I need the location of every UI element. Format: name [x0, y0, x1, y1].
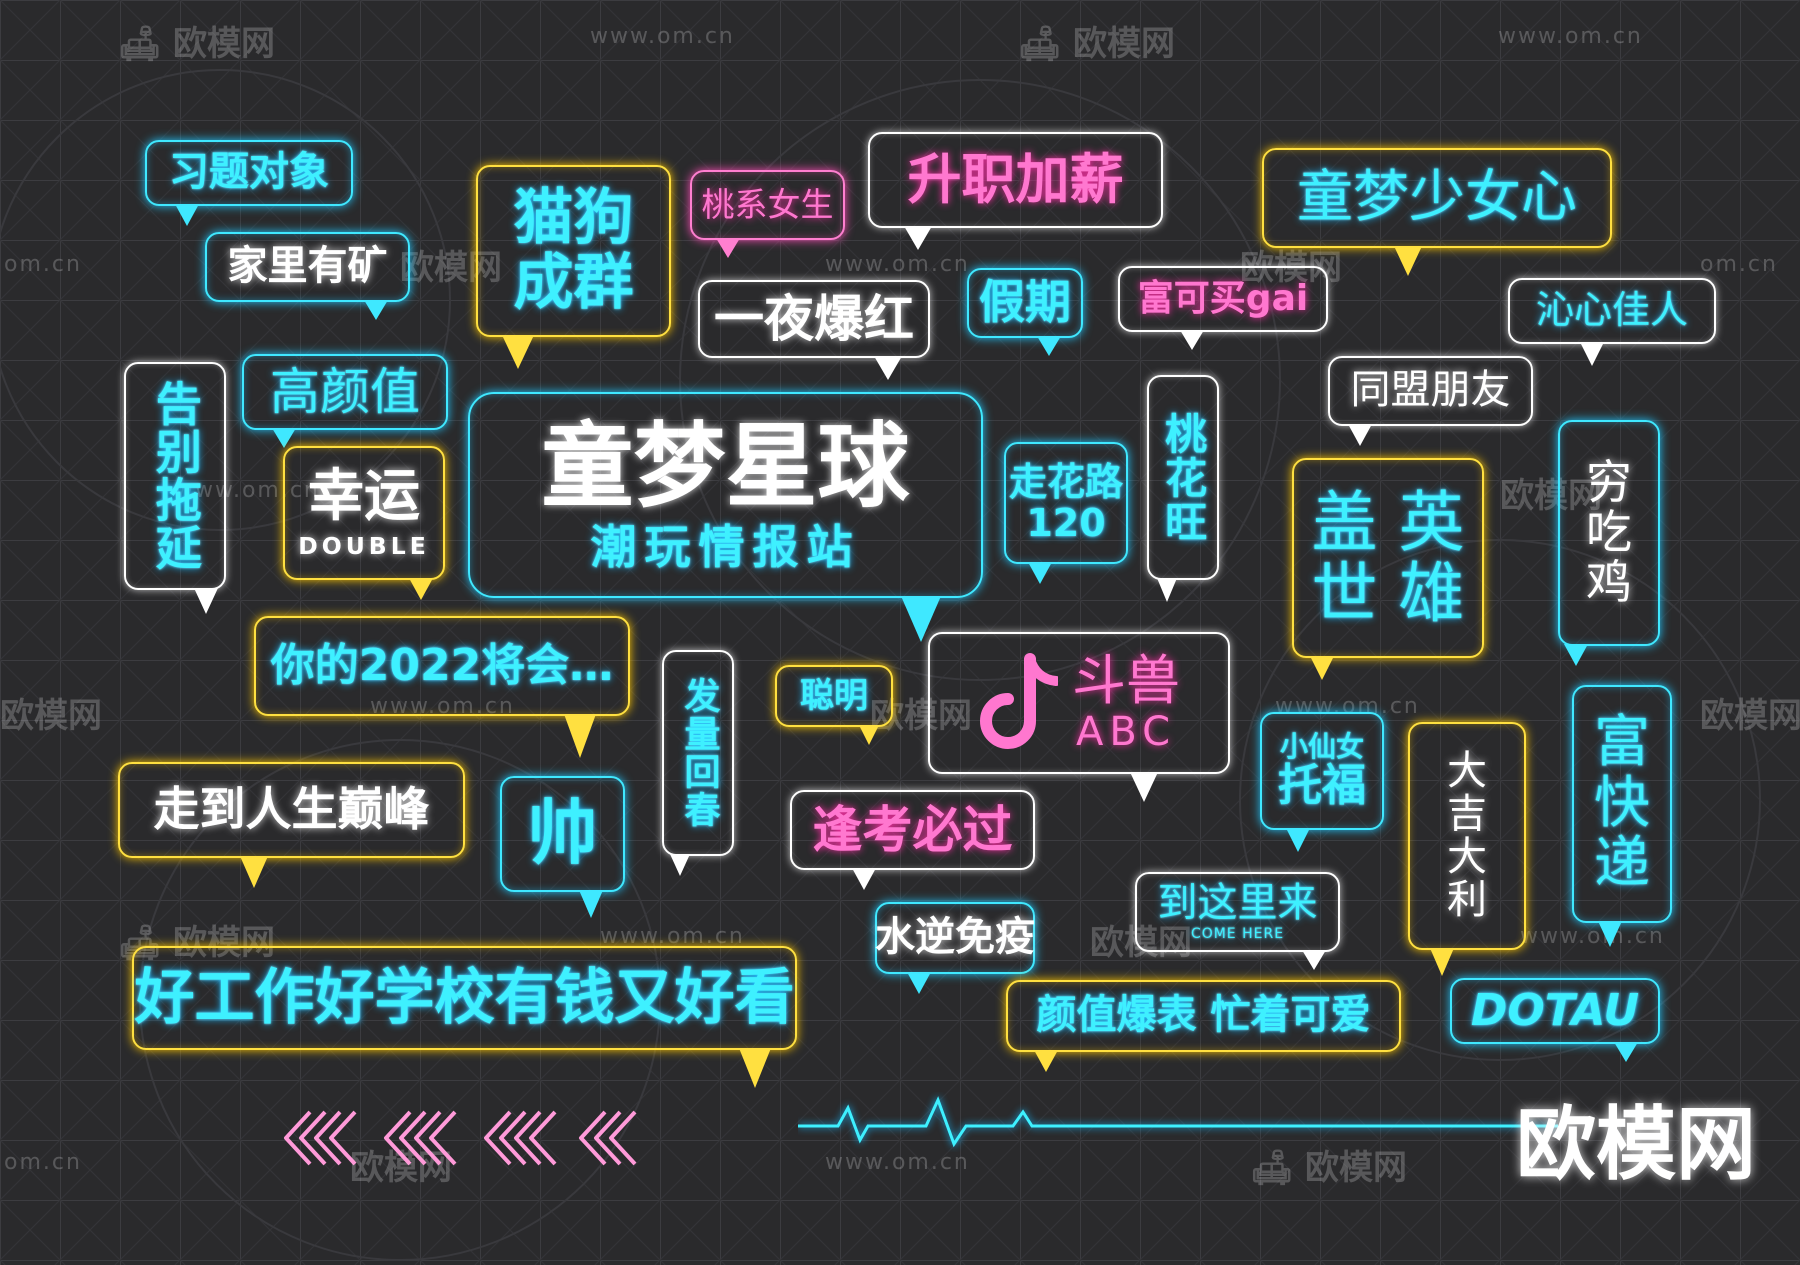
watermark-logo: 🛋 欧模网 — [118, 923, 276, 963]
label-gaishi: 盖 英 世 雄 — [1292, 458, 1484, 680]
label-fuke: 富可买gai — [1118, 266, 1328, 350]
music-note-icon — [980, 653, 1058, 749]
label-yiye: 一夜爆红 — [698, 280, 930, 380]
pulse-line — [798, 1096, 1558, 1148]
sofa-icon: 🛋 — [1250, 1148, 1294, 1188]
label-fu: 富 快 递 — [1572, 685, 1672, 947]
watermark-logo: 欧模网 — [1700, 696, 1800, 736]
label-tongmeng-friends: 同盟朋友 — [1328, 356, 1533, 446]
watermark-url: www.om.cn — [825, 252, 970, 277]
watermark-url: www.om.cn — [825, 1150, 970, 1175]
label-xiti: 习题对象 — [145, 140, 353, 226]
label-zoudao: 走到人生巅峰 — [118, 762, 465, 888]
label-gaoyan: 高颜值 — [242, 354, 448, 448]
center-title: 童梦星球 — [541, 413, 910, 521]
label-tongmeng-heart: 童梦少女心 — [1262, 148, 1612, 276]
label-maogou: 猫狗 成群 — [476, 165, 671, 369]
label-gaobie: 告别拖延 — [124, 362, 226, 614]
watermark-url: om.cn — [4, 252, 82, 277]
watermark-logo: 🛋 欧模网 — [1018, 24, 1176, 64]
watermark-logo: 欧模网 — [400, 248, 502, 288]
watermark-url: www.om.cn — [175, 478, 320, 503]
label-qiong: 穷 吃 鸡 — [1558, 420, 1660, 666]
watermark-logo: 🛋 欧模网 — [1250, 1148, 1408, 1188]
label-jiaqi: 假期 — [967, 268, 1083, 356]
label-qinxin: 沁心佳人 — [1508, 278, 1716, 366]
label-fangliang: 发量回春 — [662, 650, 734, 876]
label-dotau: DOTAU — [1450, 978, 1660, 1062]
watermark-url: www.om.cn — [1520, 924, 1665, 949]
label-taoxi: 桃系女生 — [690, 170, 845, 258]
watermark-url: om.cn — [4, 1150, 82, 1175]
watermark-logo: 欧模网 — [1500, 476, 1602, 516]
label-doushou: 斗兽 ABC — [928, 632, 1230, 802]
watermark-logo: 欧模网 — [0, 696, 102, 736]
watermark-url: om.cn — [1700, 252, 1778, 277]
label-shuai: 帅 — [500, 776, 625, 918]
label-taohua: 桃花旺 — [1147, 375, 1219, 602]
label-fengkao: 逢考必过 — [790, 790, 1035, 890]
label-nide: 你的2022将会… — [254, 616, 630, 758]
watermark-logo: 🛋 欧模网 — [118, 24, 276, 64]
center-subtitle: 潮玩情报站 — [590, 519, 861, 574]
label-shuini: 水逆免疫 — [875, 902, 1035, 994]
label-yanzhi: 颜值爆表 忙着可爱 — [1006, 980, 1401, 1072]
label-daozheli: 到这里来 COME HERE — [1135, 872, 1340, 970]
watermark-logo: 欧模网 — [1240, 248, 1342, 288]
label-daji: 大 吉 大 利 — [1408, 722, 1526, 976]
watermark-url: www.om.cn — [590, 24, 735, 49]
label-haogongzuo: 好工作好学校有钱又好看 — [132, 946, 797, 1088]
watermark-url: www.om.cn — [1275, 694, 1420, 719]
label-jiali: 家里有矿 — [205, 232, 410, 320]
watermark-url: www.om.cn — [1498, 24, 1643, 49]
triple-chevron-left-icon — [284, 1110, 637, 1166]
sofa-icon: 🛋 — [1018, 24, 1062, 64]
watermark-url: www.om.cn — [600, 924, 745, 949]
label-xingyun: 幸运 DOUBLE — [283, 446, 445, 600]
label-congming: 聪明 — [775, 665, 893, 745]
footer-brand: 欧模网 — [1516, 1098, 1756, 1191]
sofa-icon: 🛋 — [118, 24, 162, 64]
label-shengzhi: 升职加薪 — [868, 132, 1163, 250]
doushou-text: 斗兽 ABC — [1072, 649, 1180, 755]
center-title-bubble: 童梦星球 潮玩情报站 — [468, 392, 983, 642]
label-xiaoxian: 小仙女 托福 — [1260, 712, 1384, 852]
label-zouhualu: 走花路 120 — [1004, 442, 1128, 584]
